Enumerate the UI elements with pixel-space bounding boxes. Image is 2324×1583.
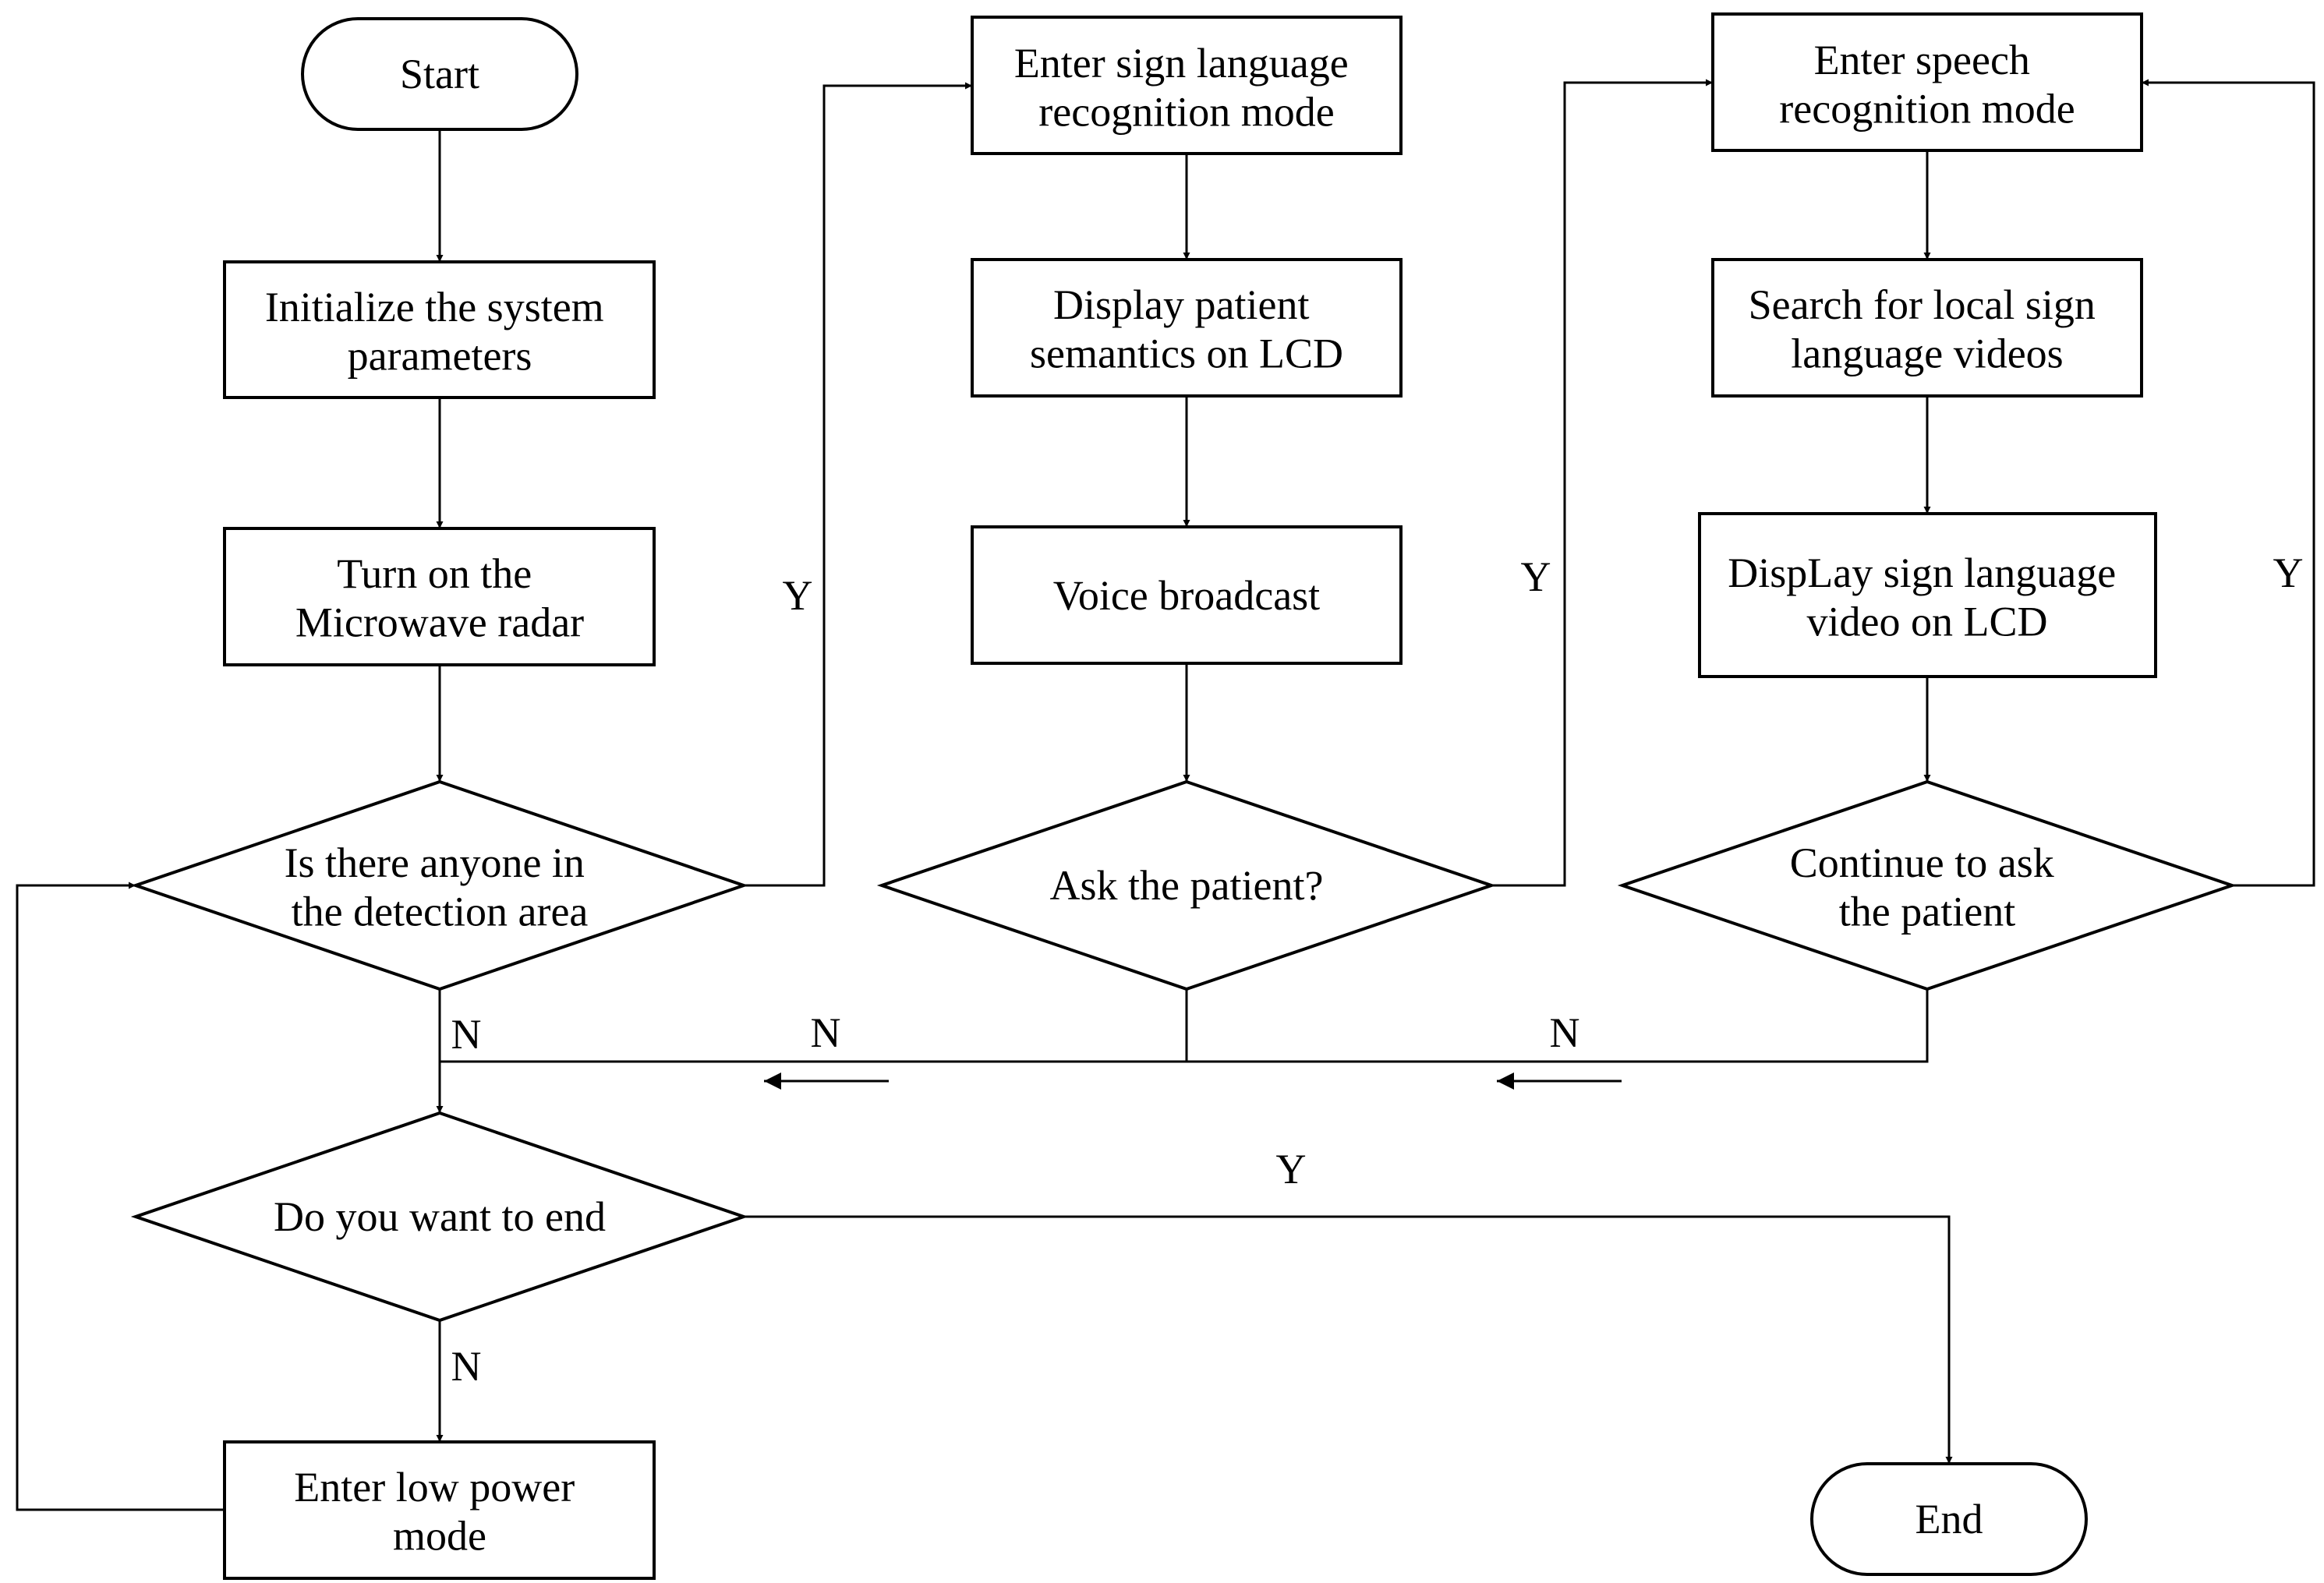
end-decision-label: Do you want to end [274, 1193, 606, 1240]
speech-mode-label: Enter speech recognition mode [1779, 37, 2075, 132]
display-video-label: DispLay sign language video on LCD [1728, 549, 2126, 645]
connector-ask-speechmode [1491, 79, 1713, 887]
continue-ask-label: Continue to ask the patient [1790, 839, 2064, 935]
label-y-continue: Y [2273, 549, 2304, 596]
sign-language-mode-process: Enter sign language recognition mode [971, 16, 1403, 155]
low-power-process: Enter low power mode [223, 1440, 656, 1580]
detection-area-decision: Is there anyone in the detection area [130, 779, 749, 991]
connector-lowpower-loop [16, 882, 225, 1511]
connector-detect-signmode [744, 82, 972, 887]
search-videos-process: Search for local sign language videos [1711, 258, 2143, 398]
ask-patient-label: Ask the patient? [1050, 862, 1324, 909]
microwave-radar-label: Turn on the Microwave radar [295, 550, 584, 645]
label-n-ask: N [811, 1009, 841, 1056]
connector-continue-speechmode [2142, 79, 2315, 887]
continue-ask-decision: Continue to ask the patient [1617, 779, 2237, 991]
voice-broadcast-process: Voice broadcast [971, 525, 1403, 665]
connector-n-bus [440, 989, 1929, 1063]
start-label: Start [400, 51, 479, 97]
end-decision: Do you want to end [130, 1111, 749, 1323]
low-power-label: Enter low power mode [294, 1464, 585, 1559]
microwave-radar-process: Turn on the Microwave radar [223, 527, 656, 666]
end-terminal: End [1810, 1462, 2088, 1576]
initialize-parameters-label: Initialize the system parameters [265, 284, 614, 379]
initialize-parameters-process: Initialize the system parameters [223, 260, 656, 399]
connector-endq-end [744, 1215, 1953, 1464]
voice-broadcast-label: Voice broadcast [1053, 572, 1320, 619]
ask-patient-decision: Ask the patient? [876, 779, 1497, 991]
label-y-detect: Y [783, 572, 813, 619]
label-n-end: N [451, 1343, 482, 1390]
end-label: End [1915, 1496, 1983, 1542]
display-semantics-process: Display patient semantics on LCD [971, 258, 1403, 398]
display-semantics-label: Display patient semantics on LCD [1030, 281, 1343, 376]
label-y-end: Y [1276, 1146, 1307, 1193]
label-n-continue: N [1550, 1009, 1580, 1056]
display-video-process: DispLay sign language video on LCD [1698, 512, 2157, 678]
speech-mode-process: Enter speech recognition mode [1711, 12, 2143, 152]
sign-language-mode-label: Enter sign language recognition mode [1014, 40, 1359, 135]
search-videos-label: Search for local sign language videos [1749, 281, 2106, 376]
label-n-detect: N [451, 1011, 482, 1058]
start-terminal: Start [301, 17, 578, 131]
label-y-ask: Y [1521, 553, 1551, 600]
detection-area-label: Is there anyone in the detection area [285, 839, 596, 935]
